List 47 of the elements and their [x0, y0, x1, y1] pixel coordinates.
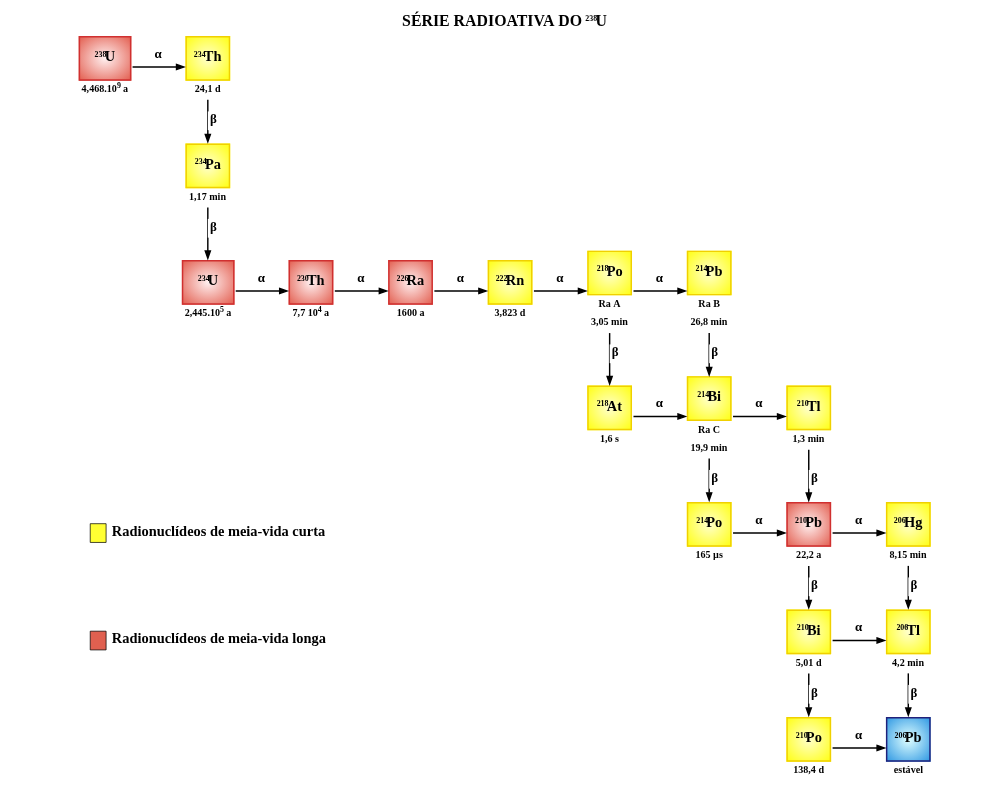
edge-label: α — [555, 269, 564, 285]
edge-label: α — [356, 269, 364, 285]
node-label: 165 µs — [694, 549, 723, 561]
node-label: 26,8 min — [689, 316, 727, 328]
node-label: Ra B — [697, 298, 720, 310]
node-label: 138,4 d — [792, 764, 824, 776]
node-label: 22,2 a — [795, 549, 821, 561]
node-label: 24,1 d — [194, 83, 221, 95]
edge-label: β — [810, 577, 818, 593]
node-label: 1,3 min — [792, 432, 824, 444]
edge-label: α — [754, 511, 763, 527]
edge-label: β — [710, 469, 718, 485]
node-label: 19,9 min — [689, 441, 727, 453]
edge-label: β — [810, 469, 818, 485]
edge-label: α — [655, 395, 663, 411]
diagram-title: SÉRIE RADIOATIVA DO $^{238}$U — [401, 11, 607, 29]
node-label: estável — [893, 764, 923, 776]
node-label: 3,05 min — [590, 316, 628, 328]
edge-label: α — [257, 269, 265, 285]
node-label: Ra C — [697, 423, 720, 435]
edge-label: β — [209, 218, 217, 234]
edge-label: α — [754, 395, 763, 411]
node-label: 3,823 d — [494, 307, 525, 319]
node-label: 5,01 d — [795, 656, 822, 668]
legend-label: Radionuclídeos de meia-vida longa — [111, 630, 326, 647]
node-label: 1600 a — [396, 307, 425, 319]
edge-label: β — [810, 684, 818, 700]
edge-label: α — [655, 269, 663, 285]
edge-label: β — [209, 111, 217, 127]
node-label: 8,15 min — [889, 549, 927, 561]
node-label: 7,7 10$^{4}$ a — [292, 304, 329, 319]
node-label: 2,445.10$^{5}$ a — [184, 304, 231, 319]
edge-label: α — [854, 511, 862, 527]
node-label: 1,6 s — [599, 432, 619, 444]
edge-label: β — [909, 684, 917, 700]
node-label: 4,2 min — [891, 656, 924, 668]
edge-label: β — [710, 344, 718, 360]
edge-label: α — [456, 269, 464, 285]
node-label: 1,17 min — [188, 190, 226, 202]
edge-label: α — [854, 619, 862, 635]
edge-label: β — [611, 344, 619, 360]
edge-label: α — [154, 45, 162, 61]
legend-label: Radionuclídeos de meia-vida curta — [111, 522, 325, 539]
node-label: Ra A — [597, 298, 621, 310]
node-label: 4,468.10$^{9}$ a — [81, 80, 128, 95]
edge-label: α — [854, 726, 862, 742]
edge-label: β — [909, 577, 917, 593]
